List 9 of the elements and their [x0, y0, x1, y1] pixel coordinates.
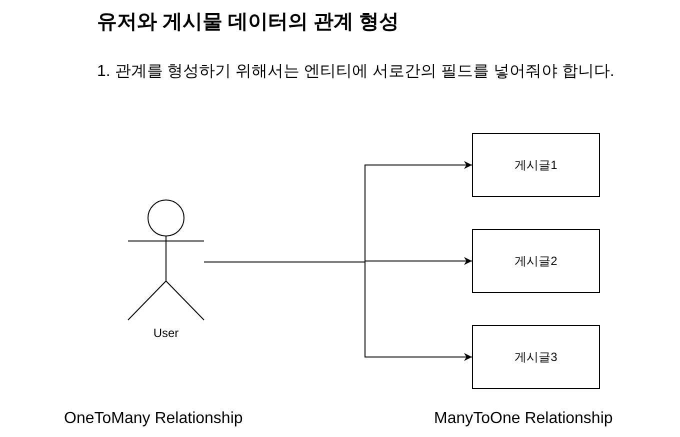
person-label: User [152, 326, 180, 340]
title: 유저와 게시물 데이터의 관계 형성 [97, 10, 400, 35]
relationship-label: OneToMany Relationship [64, 410, 243, 428]
instruction-text: 1. 관계를 형성하기 위해서는 엔티티에 서로간의 필드를 넣어줘야 합니다. [97, 62, 616, 82]
process-box: 게시글2 [472, 229, 600, 293]
relationship-label: ManyToOne Relationship [434, 410, 613, 428]
arrow [204, 262, 472, 361]
process-box: 게시글1 [472, 133, 600, 197]
process-box: 게시글3 [472, 325, 600, 389]
